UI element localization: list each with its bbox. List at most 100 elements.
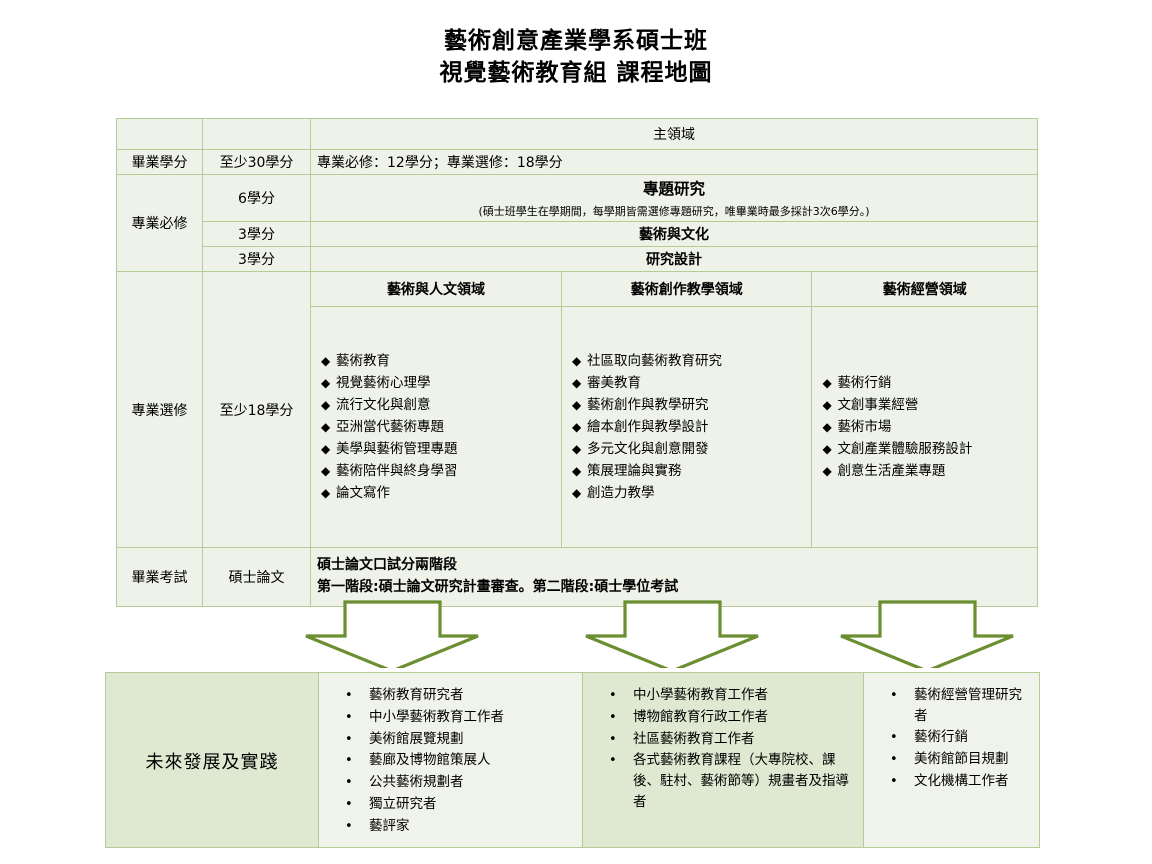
diamond-bullet-icon: ◆	[571, 464, 582, 478]
credit-elective: 至少18學分	[202, 271, 311, 548]
list-item-label: 審美教育	[586, 375, 641, 391]
course-list-art-management: ◆藝術行銷 ◆ 文創事業經營 ◆ 藝術市場 ◆文創產業體驗服務設計 ◆ 創意生活產業專題	[818, 372, 1031, 482]
elective-domain-header-row: 藝術與人文領域 藝術創作教學領域 藝術經營領域	[311, 272, 1037, 307]
curriculum-table: 主領域 畢業學分 至少30學分 專業必修：12學分；專業選修：18學分 專業必修…	[116, 118, 1038, 607]
list-item-label: 公共藝術規劃者	[369, 774, 464, 790]
required-course-title-0: 專題研究	[642, 180, 705, 198]
list-item: •美術館展覽規劃	[327, 729, 574, 750]
list-item: • 藝術教育研究者	[327, 685, 574, 706]
list-item-label: 文創事業經營	[837, 397, 919, 413]
diamond-bullet-icon: ◆	[321, 442, 331, 456]
list-item-label: 社區藝術教育工作者	[633, 730, 755, 747]
domain-courses-art-management: ◆藝術行銷 ◆ 文創事業經營 ◆ 藝術市場 ◆文創產業體驗服務設計 ◆ 創意生活產業專題	[811, 306, 1037, 547]
domain-header-art-creation-teaching: 藝術創作教學領域	[560, 272, 813, 307]
diamond-bullet-icon: ◆	[822, 464, 832, 478]
page-title: 藝術創意產業學系碩士班 視覺藝術教育組 課程地圖	[0, 0, 1152, 89]
table-row: 專業選修 至少18學分 藝術與人文領域 藝術創作教學領域 藝術經營領域 ◆藝術教…	[116, 271, 1038, 548]
future-development-table: 未來發展及實踐 •藝術教育研究者•中小學藝術教育工作者•美術館展覽規劃•藝廊及博…	[105, 671, 1040, 849]
table-row: 主領域	[116, 118, 1038, 150]
list-item-label: 藝術教育研究者	[369, 687, 464, 703]
list-item: ◆藝術教育	[321, 350, 555, 372]
round-bullet-icon: •	[609, 753, 617, 769]
diamond-bullet-icon: ◆	[822, 420, 832, 434]
list-item: ◆ 藝術創作與教學研究	[572, 394, 805, 416]
list-item-label: 藝術行銷	[914, 729, 968, 746]
list-item-label: 藝術教育	[336, 353, 390, 369]
diamond-bullet-icon: ◆	[571, 376, 582, 390]
future-careers-column-2: •中小學藝術教育工作者•博物館教育行政工作者•社區藝術教育工作者•各式藝術教育課…	[582, 671, 864, 849]
list-item: ◆ 策展理論與實務	[572, 460, 805, 482]
list-item-label: 美學與藝術管理專題	[336, 441, 458, 457]
list-item: ◆ 藝術陪伴與終身學習	[321, 460, 555, 482]
elective-domains-container: 藝術與人文領域 藝術創作教學領域 藝術經營領域 ◆藝術教育◆視覺藝術心理學◆流行…	[310, 271, 1038, 548]
list-item: •公共藝術規劃者	[327, 772, 574, 793]
down-arrow-icon-right	[840, 600, 1014, 668]
down-arrow-icon-left	[305, 600, 479, 668]
list-item-label: 藝術行銷	[837, 375, 892, 391]
table-row: 畢業考試 碩士論文 碩士論文口試分兩階段 第一階段:碩士論文研究計畫審查。第二階…	[116, 547, 1038, 607]
list-item-label: 創意生活產業專題	[837, 463, 946, 479]
list-item-label: 藝術創作與教學研究	[586, 397, 709, 413]
list-item: ◆亞洲當代藝術專題	[321, 416, 555, 438]
credit-graduation: 至少30學分	[202, 149, 311, 175]
diamond-bullet-icon: ◆	[571, 442, 582, 456]
title-line-1: 藝術創意產業學系碩士班	[444, 28, 708, 54]
list-item: •美術館節目規劃	[872, 749, 1031, 770]
credit-required-1: 3學分	[202, 221, 311, 247]
row-label-elective: 專業選修	[116, 271, 203, 548]
graduation-credit-detail: 專業必修：12學分；專業選修：18學分	[310, 149, 1038, 175]
diamond-bullet-icon: ◆	[571, 420, 582, 434]
flow-arrows	[305, 600, 1014, 668]
list-item-label: 中小學藝術教育工作者	[633, 687, 768, 703]
list-item: • 社區藝術教育工作者	[591, 729, 855, 750]
list-item: •藝術經營管理研究者	[872, 685, 1031, 726]
list-item: ◆ 繪本創作與教學設計	[572, 416, 805, 438]
exam-detail-line-2: 第一階段:碩士論文研究計畫審查。第二階段:碩士學位考試	[317, 579, 679, 595]
table-row: 專業必修 6學分 專題研究 (碩士班學生在學期間，每學期皆需選修專題研究，唯畢業…	[116, 174, 1038, 272]
list-item: ◆ 藝術市場	[822, 416, 1031, 438]
list-item-label: 繪本創作與教學設計	[586, 419, 709, 435]
future-list-2: •中小學藝術教育工作者•博物館教育行政工作者•社區藝術教育工作者•各式藝術教育課…	[591, 685, 855, 812]
list-item: •中小學藝術教育工作者	[591, 685, 855, 706]
list-item-label: 藝評家	[369, 817, 410, 834]
course-list-arts-humanities: ◆藝術教育◆視覺藝術心理學◆流行文化與創意◆亞洲當代藝術專題◆美學與藝術管理專題…	[317, 350, 555, 504]
table-row: 未來發展及實踐 •藝術教育研究者•中小學藝術教育工作者•美術館展覽規劃•藝廊及博…	[105, 671, 1040, 849]
list-item: •博物館教育行政工作者	[591, 707, 855, 728]
list-item-label: 獨立研究者	[369, 795, 437, 812]
list-item-label: 美術館展覽規劃	[369, 730, 464, 747]
round-bullet-icon: •	[345, 753, 353, 769]
round-bullet-icon: •	[345, 688, 353, 703]
diamond-bullet-icon: ◆	[321, 376, 331, 390]
list-item-label: 多元文化與創意開發	[586, 441, 709, 457]
empty-cell-corner-2	[202, 118, 311, 150]
round-bullet-icon: •	[890, 688, 898, 703]
diamond-bullet-icon: ◆	[571, 354, 582, 368]
list-item: ◆社區取向藝術教育研究	[572, 350, 805, 372]
list-item: ◆ 創意生活產業專題	[822, 460, 1031, 482]
list-item: ◆創造力教學	[572, 482, 805, 504]
table-row: 畢業學分 至少30學分 專業必修：12學分；專業選修：18學分	[116, 149, 1038, 175]
list-item: ◆文創產業體驗服務設計	[822, 438, 1031, 460]
list-item: ◆藝術行銷	[822, 372, 1031, 394]
round-bullet-icon: •	[609, 731, 617, 747]
row-label-required: 專業必修	[116, 174, 203, 272]
list-item: •各式藝術教育課程（大專院校、課後、駐村、藝術節等）規畫者及指導者	[591, 750, 855, 812]
diamond-bullet-icon: ◆	[321, 464, 331, 478]
table-row: 3學分 藝術與文化	[117, 221, 1038, 247]
title-line-2: 視覺藝術教育組 課程地圖	[439, 59, 713, 86]
domain-header-art-management: 藝術經營領域	[811, 272, 1037, 307]
diamond-bullet-icon: ◆	[571, 398, 582, 412]
round-bullet-icon: •	[890, 730, 898, 746]
list-item: ◆ 美學與藝術管理專題	[321, 438, 555, 460]
list-item: ◆ 多元文化與創意開發	[572, 438, 805, 460]
list-item-label: 藝術市場	[837, 419, 892, 435]
credit-required-2: 3學分	[202, 246, 311, 272]
row-label-graduation-exam: 畢業考試	[116, 547, 203, 607]
future-list-1: •藝術教育研究者•中小學藝術教育工作者•美術館展覽規劃•藝廊及博物館策展人•公共…	[327, 685, 574, 836]
list-item: •中小學藝術教育工作者	[327, 707, 574, 728]
list-item-label: 藝術陪伴與終身學習	[336, 463, 458, 479]
required-course-0: 專題研究 (碩士班學生在學期間，每學期皆需選修專題研究，唯畢業時最多採計3次6學…	[310, 174, 1038, 222]
list-item-label: 策展理論與實務	[586, 463, 682, 479]
diamond-bullet-icon: ◆	[822, 398, 832, 412]
domain-courses-arts-humanities: ◆藝術教育◆視覺藝術心理學◆流行文化與創意◆亞洲當代藝術專題◆美學與藝術管理專題…	[311, 306, 562, 547]
